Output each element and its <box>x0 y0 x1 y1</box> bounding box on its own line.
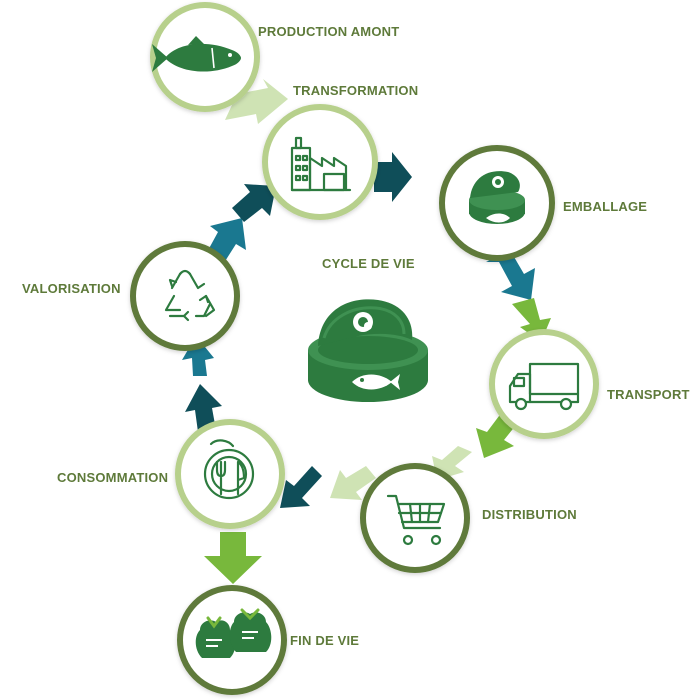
stage-production-amont: PRODUCTION AMONT <box>150 2 399 112</box>
arrow-transformation-to-emballage <box>374 152 412 202</box>
stage-transformation: TRANSFORMATION <box>262 83 418 220</box>
canned-fish-icon <box>469 171 525 224</box>
stage-emballage: EMBALLAGE <box>439 145 647 261</box>
arrow-distribution-to-consommation-a <box>330 466 376 500</box>
stage-valorisation: VALORISATION <box>22 241 240 351</box>
arrow-production-to-transformation <box>225 79 288 124</box>
canned-fish-icon <box>308 299 428 402</box>
stage-distribution: DISTRIBUTION <box>360 463 577 573</box>
plate-cutlery-icon <box>203 439 255 500</box>
arrow-distribution-to-consommation-b <box>280 466 322 508</box>
shopping-cart-icon <box>386 494 446 546</box>
arrow-consommation-to-valorisation-a <box>185 384 222 432</box>
stage-label: PRODUCTION AMONT <box>258 24 399 39</box>
stage-consommation: CONSOMMATION <box>57 419 285 529</box>
recycle-icon <box>164 269 216 322</box>
factory-icon <box>290 136 352 192</box>
garbage-bags-icon <box>195 608 272 658</box>
fish-icon <box>152 36 241 72</box>
stage-label: TRANSPORT <box>607 387 690 402</box>
arrow-valorisation-to-transformation-b <box>232 184 276 222</box>
stage-label: FIN DE VIE <box>290 633 359 648</box>
stage-label: VALORISATION <box>22 281 121 296</box>
center-title: CYCLE DE VIE <box>322 256 415 271</box>
stage-transport: TRANSPORT <box>489 329 690 439</box>
stage-fin-de-vie: FIN DE VIE <box>177 585 359 695</box>
truck-icon <box>508 362 580 411</box>
arrow-consommation-to-fin-de-vie <box>204 532 262 584</box>
stage-label: CONSOMMATION <box>57 470 168 485</box>
stage-label: DISTRIBUTION <box>482 507 577 522</box>
arrow-emballage-to-transport-a <box>486 250 535 300</box>
stage-label: EMBALLAGE <box>563 199 647 214</box>
stage-label: TRANSFORMATION <box>293 83 418 98</box>
center-block: CYCLE DE VIE <box>308 256 428 402</box>
arrow-consommation-to-valorisation-b <box>182 336 214 376</box>
